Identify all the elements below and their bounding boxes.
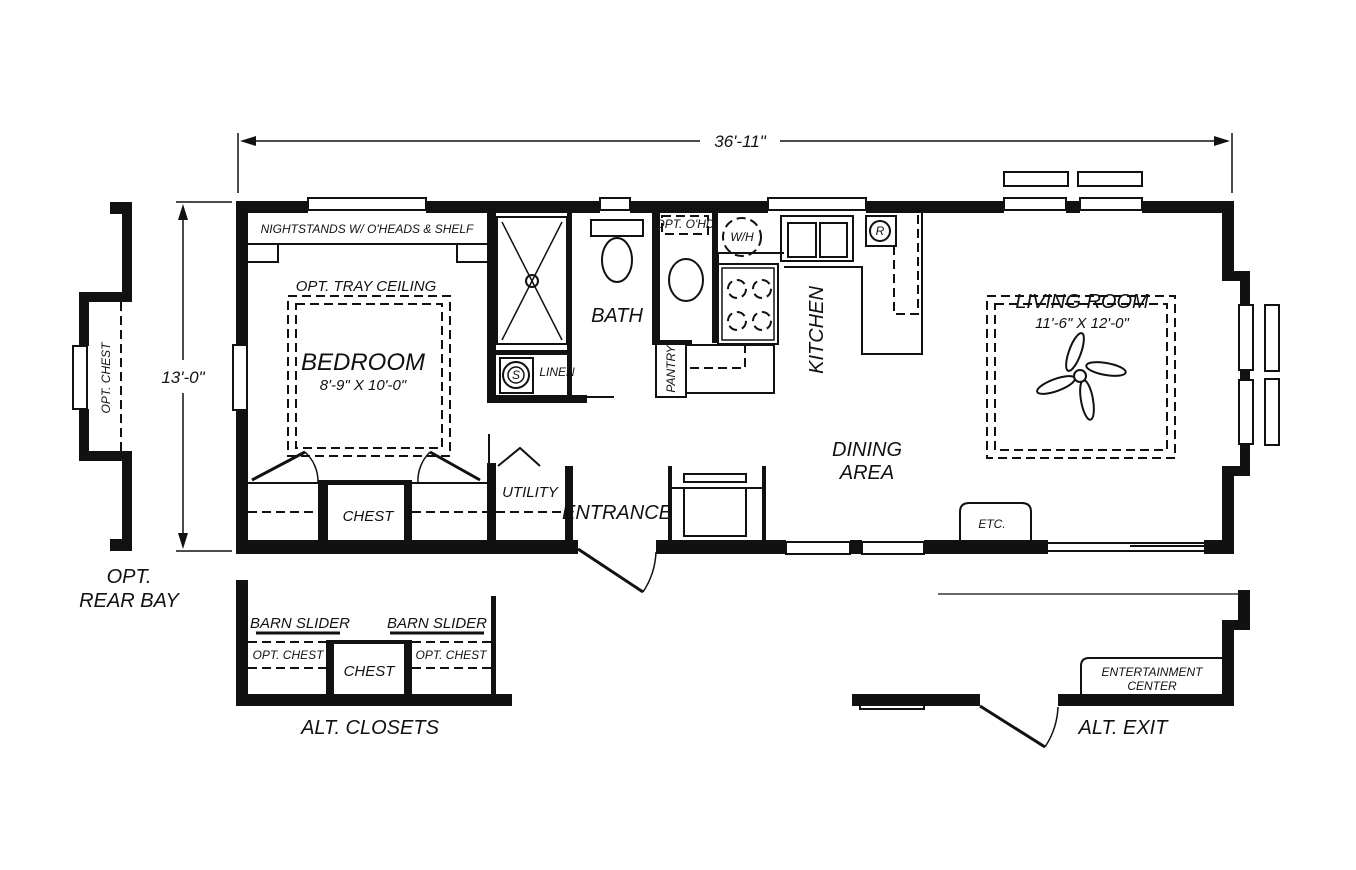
linen-label: LINEN <box>539 365 575 379</box>
entrance-label: ENTRANCE <box>562 502 673 524</box>
length-dimension: 36'-11" <box>237 132 1233 193</box>
refrigerator-label: R <box>876 224 885 238</box>
water-heater-label: W/H <box>730 230 754 244</box>
opt-ohd-label: OPT. O'HD <box>655 217 715 231</box>
entertainment-label-2: CENTER <box>1127 679 1177 693</box>
alt-opt-chest-label-left: OPT. CHEST <box>253 648 326 662</box>
bedroom-label: BEDROOM <box>301 349 425 376</box>
rear-bay-label-2: REAR BAY <box>79 590 180 612</box>
utility: UTILITY ENTRANCE <box>497 446 673 594</box>
kitchen: W/H R PANTRY KITCHEN <box>655 213 923 398</box>
barn-slider-label-right: BARN SLIDER <box>387 615 487 632</box>
living-room-label: LIVING ROOM <box>1015 291 1149 313</box>
alt-exit-label: ALT. EXIT <box>1078 717 1170 739</box>
ceiling-fan-icon <box>1036 332 1127 421</box>
kitchen-label: KITCHEN <box>806 286 828 374</box>
living-room-size-label: 11'-6" X 12'-0" <box>1035 315 1129 332</box>
barn-slider-label-left: BARN SLIDER <box>250 615 350 632</box>
alt-exit: ENTERTAINMENT CENTER ALT. EXIT <box>852 590 1250 749</box>
opt-chest-label: OPT. CHEST <box>99 341 113 414</box>
dining-label-1: DINING <box>832 439 902 461</box>
bedroom-size-label: 8'-9" X 10'-0" <box>320 377 407 394</box>
exterior-walls <box>236 201 1250 554</box>
alt-closets: BARN SLIDER BARN SLIDER OPT. CHEST OPT. … <box>236 580 512 739</box>
length-label: 36'-11" <box>714 132 766 151</box>
width-dimension: 13'-0" <box>161 201 232 552</box>
tray-ceiling-label: OPT. TRAY CEILING <box>296 278 437 295</box>
alt-closets-label: ALT. CLOSETS <box>300 717 439 739</box>
bath: S LINEN BATH OPT. O'HD <box>496 215 715 394</box>
dining: DINING AREA <box>668 439 902 542</box>
alt-chest-label: CHEST <box>344 663 397 680</box>
bath-label: BATH <box>591 305 643 327</box>
etc-label: ETC. <box>978 517 1005 531</box>
alt-opt-chest-label-right: OPT. CHEST <box>416 648 489 662</box>
entertainment-label-1: ENTERTAINMENT <box>1102 665 1205 679</box>
dining-label-2: AREA <box>839 462 894 484</box>
windows <box>232 171 1280 555</box>
utility-label: UTILITY <box>502 484 559 501</box>
bedroom: NIGHTSTANDS W/ O'HEADS & SHELF OPT. TRAY… <box>248 222 565 542</box>
interior-walls <box>487 213 718 543</box>
pantry-label: PANTRY <box>664 344 678 392</box>
opt-rear-bay: OPT. CHEST OPT. REAR BAY <box>72 202 180 612</box>
nightstands-label: NIGHTSTANDS W/ O'HEADS & SHELF <box>261 222 474 236</box>
chest-label: CHEST <box>343 508 396 525</box>
living-room: LIVING ROOM 11'-6" X 12'-0" ETC. <box>959 291 1176 540</box>
width-label: 13'-0" <box>161 368 205 387</box>
washer-symbol: S <box>512 368 520 382</box>
rear-bay-label-1: OPT. <box>107 566 152 588</box>
